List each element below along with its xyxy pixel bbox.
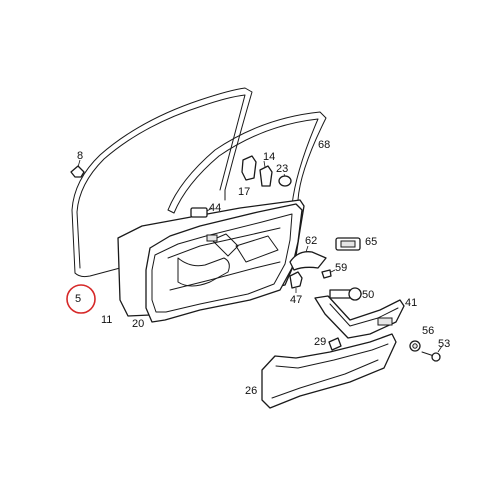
callout-23[interactable]: 23 xyxy=(276,163,288,175)
callout-5[interactable]: 5 xyxy=(75,293,81,305)
washer-part-56 xyxy=(409,340,421,352)
callout-50[interactable]: 50 xyxy=(362,289,374,301)
fastener-part-17 xyxy=(241,155,257,181)
callout-17[interactable]: 17 xyxy=(238,186,250,198)
door-seal-part-5 xyxy=(71,87,253,278)
trim-strip-part-41 xyxy=(314,295,405,339)
highlight-ring-part-5 xyxy=(66,284,96,314)
handle-cover-part-62 xyxy=(289,245,327,271)
callout-56[interactable]: 56 xyxy=(422,325,434,337)
callout-47[interactable]: 47 xyxy=(290,294,302,306)
door-trim-panel-part-20 xyxy=(145,203,303,323)
clip-part-14 xyxy=(259,160,273,187)
screw-part-53 xyxy=(421,345,443,362)
lower-trim-part-26 xyxy=(261,333,397,409)
window-frame-seal-part-68 xyxy=(167,111,327,214)
plug-part-23 xyxy=(278,173,292,187)
screw-part-59 xyxy=(321,269,336,279)
clip-part-44 xyxy=(190,207,213,218)
callout-41[interactable]: 41 xyxy=(405,297,417,309)
clip-part-8 xyxy=(70,159,85,178)
callout-20[interactable]: 20 xyxy=(132,318,144,330)
callout-8[interactable]: 8 xyxy=(77,150,83,162)
clip-part-29 xyxy=(328,337,342,351)
callout-65[interactable]: 65 xyxy=(365,236,377,248)
bolt-part-50 xyxy=(329,287,362,301)
callout-68[interactable]: 68 xyxy=(318,139,330,151)
callout-44[interactable]: 44 xyxy=(209,202,221,214)
clip-part-47 xyxy=(289,271,303,293)
callout-62[interactable]: 62 xyxy=(305,235,317,247)
callout-14[interactable]: 14 xyxy=(263,151,275,163)
callout-53[interactable]: 53 xyxy=(438,338,450,350)
callout-29[interactable]: 29 xyxy=(314,336,326,348)
callout-26[interactable]: 26 xyxy=(245,385,257,397)
callout-11[interactable]: 11 xyxy=(101,314,112,326)
switch-part-65 xyxy=(335,237,361,251)
callout-59[interactable]: 59 xyxy=(335,262,347,274)
